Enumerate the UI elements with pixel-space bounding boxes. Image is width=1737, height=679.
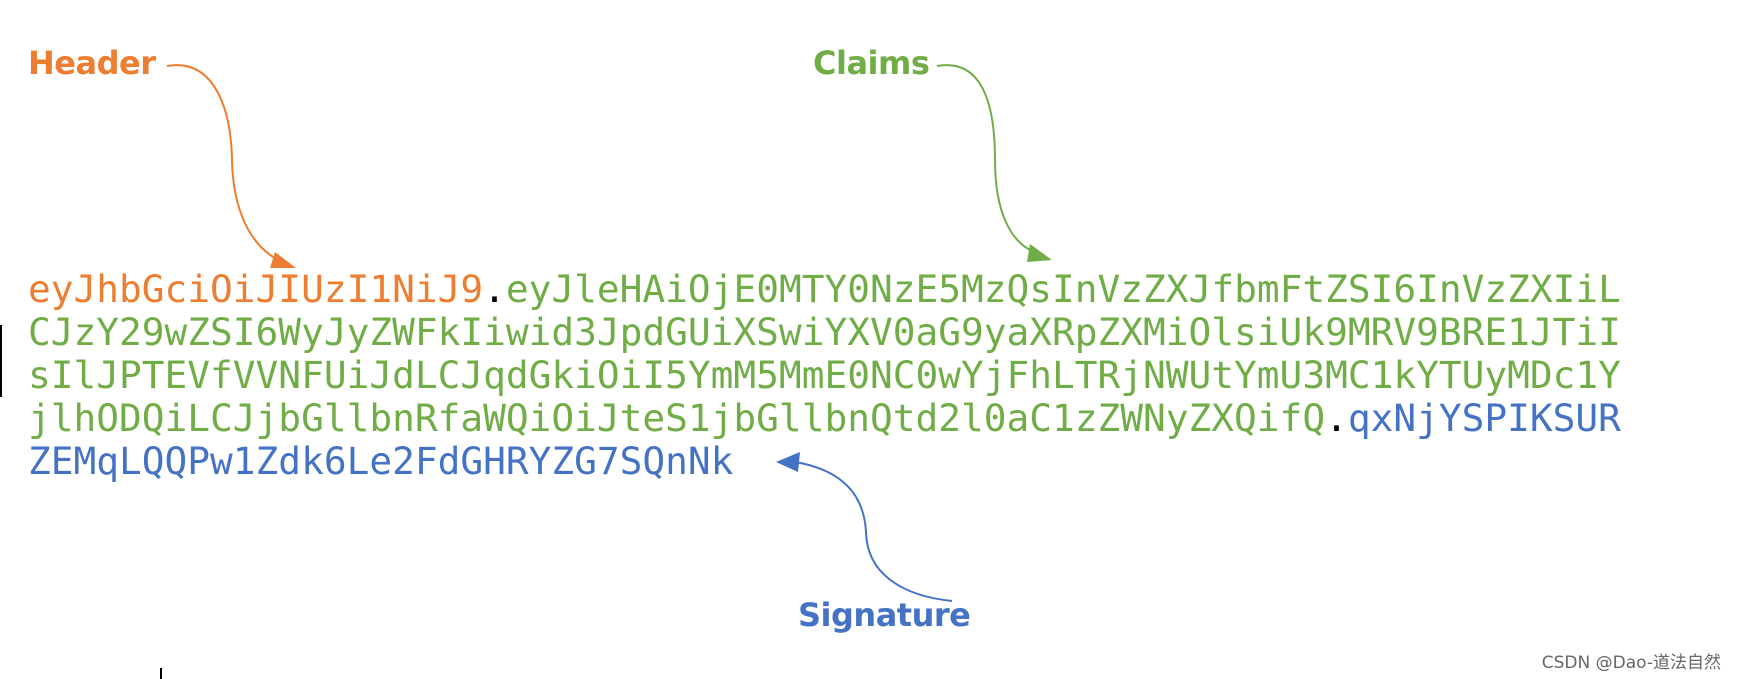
jwt-claims-line: CJzY29wZSI6WyJyZWFkIiwid3JpdGUiXSwiYXV0a… xyxy=(28,310,1621,354)
signature-label: Signature xyxy=(798,596,971,634)
left-edge-mark xyxy=(0,325,2,397)
jwt-claims-line: eyJleHAiOjE0MTY0NzE5MzQsInVzZXJfbmFtZSI6… xyxy=(505,267,1621,311)
claims-label: Claims xyxy=(813,44,930,82)
header-label: Header xyxy=(28,44,156,82)
jwt-separator-1: . xyxy=(483,267,506,311)
jwt-separator-2: . xyxy=(1325,396,1348,440)
jwt-claims-line: sIlJPTEVfVVNFUiJdLCJqdGkiOiI5YmM5MmE0NC0… xyxy=(28,353,1621,397)
header-arrow xyxy=(166,64,296,268)
claims-arrow xyxy=(936,64,1052,262)
bottom-edge-mark xyxy=(160,668,162,679)
jwt-header-part: eyJhbGciOiJIUzI1NiJ9 xyxy=(28,267,484,311)
jwt-signature-line: qxNjYSPIKSUR xyxy=(1347,396,1621,440)
signature-arrow xyxy=(776,452,953,602)
jwt-token: eyJhbGciOiJIUzI1NiJ9.eyJleHAiOjE0MTY0NzE… xyxy=(28,268,1718,483)
watermark: CSDN @Dao-道法自然 xyxy=(1541,653,1721,673)
jwt-signature-line: ZEMqLQQPw1Zdk6Le2FdGHRYZG7SQnNk xyxy=(28,439,734,483)
jwt-claims-line: jlhODQiLCJjbGllbnRfaWQiOiJteS1jbGllbnQtd… xyxy=(28,396,1326,440)
